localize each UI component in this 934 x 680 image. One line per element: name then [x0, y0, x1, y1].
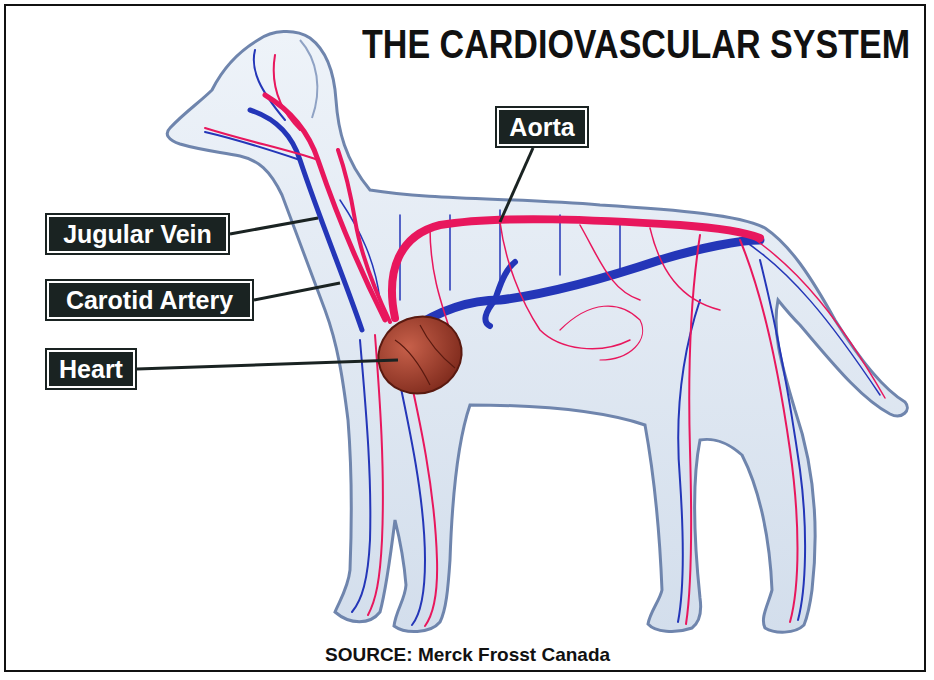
label-text: Jugular Vein: [63, 222, 212, 247]
label-box: Carotid Artery: [47, 281, 252, 319]
dog-outline: [167, 31, 907, 632]
leader-line: [230, 218, 318, 234]
label-text: Heart: [59, 357, 123, 382]
label-box: Aorta: [497, 108, 587, 146]
veins: [205, 50, 880, 625]
diagram-title: THE CARDIOVASCULAR SYSTEM: [362, 24, 910, 64]
heart: [368, 305, 473, 405]
label-text: Carotid Artery: [66, 288, 233, 313]
heart-detail: [395, 325, 455, 385]
leader-line: [254, 283, 340, 300]
label-box: Jugular Vein: [47, 215, 228, 253]
label-text: Aorta: [509, 115, 574, 140]
label-box: Heart: [47, 350, 135, 388]
arteries: [205, 55, 885, 626]
leader-line: [500, 148, 533, 222]
ear: [300, 40, 317, 118]
source-caption: SOURCE: Merck Frosst Canada: [322, 645, 613, 664]
leader-line: [137, 360, 398, 369]
